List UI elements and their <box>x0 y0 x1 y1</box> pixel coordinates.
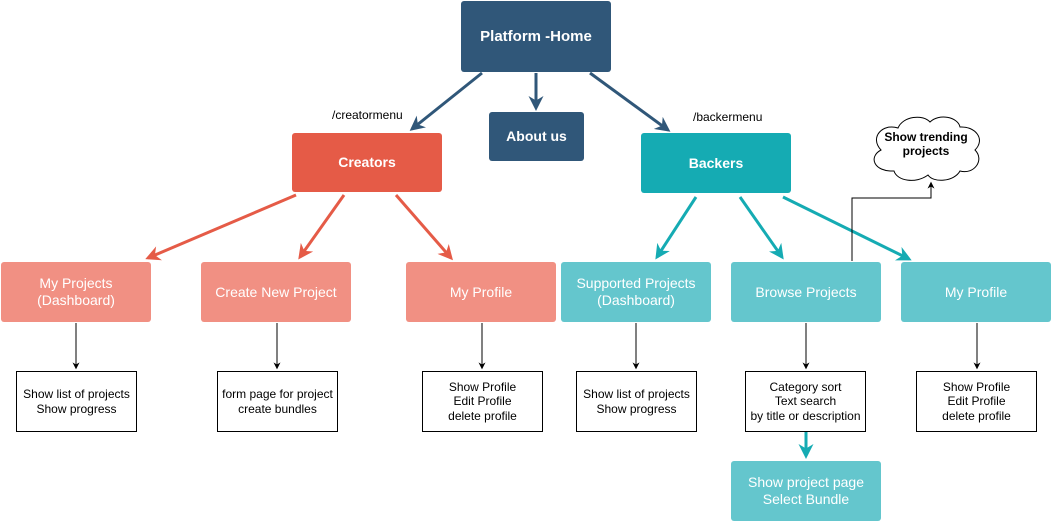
arrow-backers-browse <box>738 196 784 260</box>
note-creator-profile: Show Profile Edit Profile delete profile <box>422 371 543 432</box>
supported-projects-dashboard-node: Supported Projects (Dashboard) <box>561 262 711 322</box>
arrow-backers-profile <box>782 195 912 261</box>
note-my-projects: Show list of projects Show progress <box>16 371 137 432</box>
note-backer-profile: Show Profile Edit Profile delete profile <box>916 371 1037 432</box>
my-projects-dashboard-node: My Projects (Dashboard) <box>1 262 151 322</box>
trending-cloud-shape <box>873 116 980 181</box>
arrow-creators-myprojects <box>145 193 297 261</box>
note-create-new-project: form page for project create bundles <box>217 371 338 432</box>
arrow-creators-newproject <box>298 194 346 260</box>
backer-route-label: /backermenu <box>693 110 763 124</box>
platform-home-node: Platform -Home <box>461 1 611 72</box>
about-us-node: About us <box>489 112 584 161</box>
creator-route-label: /creatormenu <box>332 108 403 122</box>
creator-my-profile-node: My Profile <box>406 262 556 322</box>
arrow-root-creators <box>409 71 483 131</box>
backer-my-profile-node: My Profile <box>901 262 1051 322</box>
create-new-project-node: Create New Project <box>201 262 351 322</box>
browse-projects-node: Browse Projects <box>731 262 881 322</box>
creators-node: Creators <box>292 133 442 192</box>
arrow-root-backers <box>589 71 671 132</box>
note-browse-projects: Category sort Text search by title or de… <box>745 371 866 432</box>
show-trending-projects-cloud: Show trending projects <box>884 129 968 158</box>
arrow-backers-supported <box>655 196 698 260</box>
arrow-creators-profile <box>394 194 453 261</box>
show-project-page-node: Show project page Select Bundle <box>731 461 881 521</box>
arrow-browse-trending <box>851 181 935 261</box>
note-supported-projects: Show list of projects Show progress <box>576 371 697 432</box>
backers-node: Backers <box>641 133 791 193</box>
